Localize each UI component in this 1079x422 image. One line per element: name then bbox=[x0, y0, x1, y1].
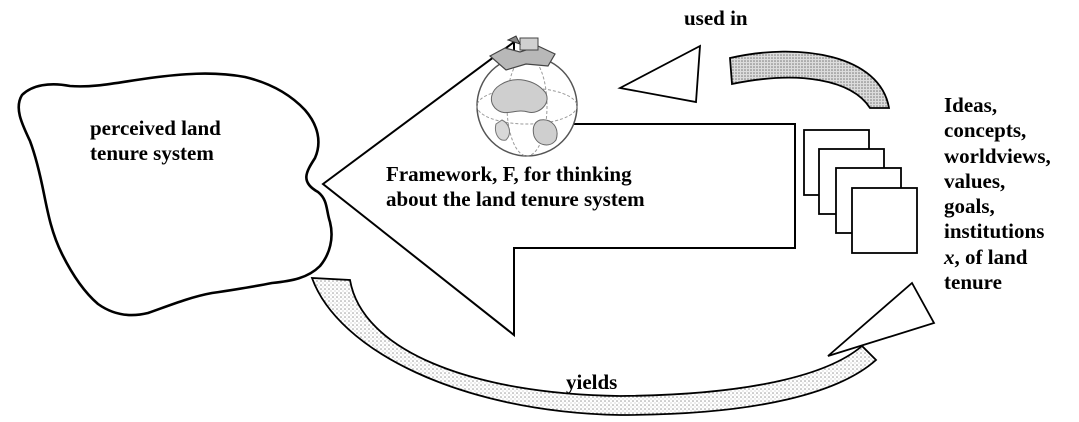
perceived-system-line-2: tenure system bbox=[90, 141, 214, 165]
globe-icon bbox=[476, 35, 578, 157]
ideas-list-item: tenure bbox=[944, 270, 1002, 295]
framework-line-1: Framework, F, for thinking bbox=[386, 162, 632, 186]
ideas-list-item: worldviews, bbox=[944, 143, 1051, 168]
framework-line-2: about the land tenure system bbox=[386, 187, 645, 211]
used-in-label: used in bbox=[684, 6, 748, 30]
perceived-system-line-1: perceived land bbox=[90, 116, 221, 140]
ideas-list-item: Ideas, bbox=[944, 93, 998, 117]
ideas-list-item: concepts, bbox=[944, 118, 1027, 143]
perceived-system-blob bbox=[17, 72, 333, 317]
framework-label: Framework, F, for thinking about the lan… bbox=[386, 162, 645, 212]
yields-label: yields bbox=[566, 370, 618, 394]
used-in-arrow bbox=[617, 44, 891, 109]
ideas-list-item: institutions bbox=[944, 219, 1045, 244]
ideas-list-item: x, of land bbox=[944, 244, 1028, 269]
stacked-pages-icon bbox=[803, 129, 918, 254]
ideas-list-item: goals, bbox=[944, 194, 995, 219]
ideas-list-item: values, bbox=[944, 168, 1006, 193]
perceived-system-label: perceived land tenure system bbox=[90, 116, 221, 166]
ideas-list: Ideas, concepts, worldviews, values, goa… bbox=[944, 93, 1051, 295]
yields-arrow bbox=[310, 277, 936, 416]
